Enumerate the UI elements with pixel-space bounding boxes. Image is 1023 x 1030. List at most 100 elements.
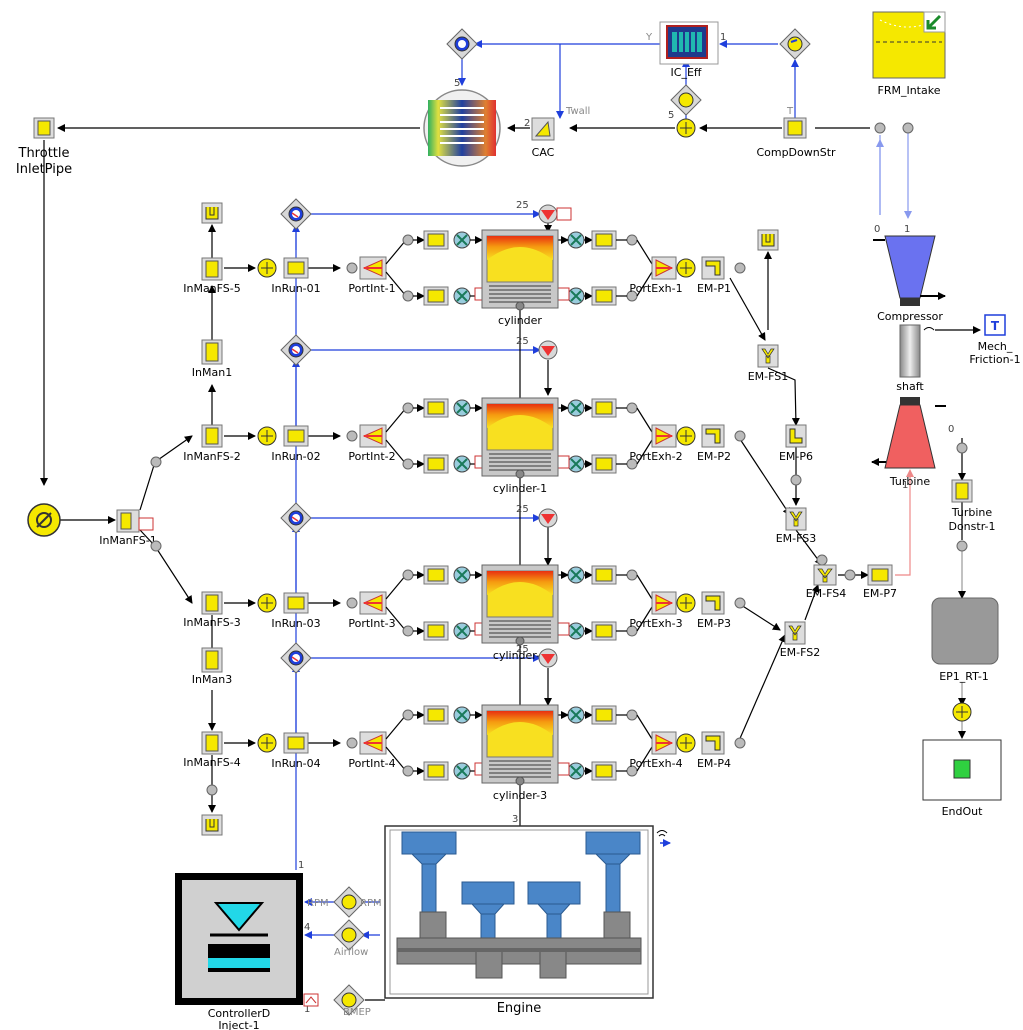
sensor-top-left[interactable] [447,29,477,59]
temp-sensor-1[interactable] [281,199,311,229]
em-fs1[interactable]: EM-FS1 [748,345,789,383]
svg-text:5: 5 [668,110,674,121]
airflow-sensor[interactable]: Airflow [334,920,368,958]
exhaust-valve-4-1[interactable] [568,707,584,723]
bmep-sensor[interactable]: BMEP [304,985,371,1018]
exhaust-valve-1-1[interactable] [568,232,584,248]
cac-heat-exchanger[interactable]: 5 [424,78,500,166]
injector-2[interactable]: 25 [516,336,557,359]
em-fs4[interactable]: EM-FS4 [806,565,847,600]
inrun-4[interactable]: InRun-04 [271,733,320,770]
port-exh-1[interactable]: PortExh-1 [629,257,682,295]
turbine[interactable]: Turbine 0 1 [872,397,954,491]
exh-orifice-1[interactable] [677,259,695,277]
compressor[interactable]: Compressor 0 1 [873,224,945,323]
intake-valve-3-1[interactable] [454,567,470,583]
em-p-1[interactable]: EM-P1 [697,257,731,295]
port-exh-3[interactable]: PortExh-3 [629,592,682,630]
svg-text:25: 25 [516,336,529,347]
portexh-label: PortExh-1 [629,282,682,295]
svg-text:3: 3 [512,814,518,825]
em-fs2[interactable]: EM-FS2 [780,622,821,659]
ep1-rt[interactable]: EP1_RT-1 [932,598,998,683]
intake-valve-2-1[interactable] [454,400,470,416]
twall-label: Twall [565,106,590,117]
inmanfs-4[interactable]: InManFS-4 [183,732,241,769]
temp-sensor-2[interactable] [281,335,311,365]
inmanfs1-label: InManFS-1 [99,534,157,547]
turbine-donstr[interactable]: Turbine Donstr-1 [948,480,995,533]
comp-down-str[interactable]: CompDownStr T [756,106,836,159]
runner-orifice-2[interactable] [258,427,276,445]
em-p-4[interactable]: EM-P4 [697,732,731,770]
engine[interactable]: Engine 3 [385,814,670,1016]
controller-inject[interactable]: ControllerD Inject-1 1 4 1 [175,860,310,1030]
exh-orifice-2[interactable] [677,427,695,445]
end-out-orifice[interactable] [953,703,971,721]
throttle[interactable] [28,504,60,536]
frm-intake[interactable]: FRM_Intake [873,12,945,97]
inmanfs-3[interactable]: InManFS-3 [183,592,241,629]
throttle-inlet-pipe[interactable]: Throttle InletPipe [16,118,72,177]
runner-orifice-3[interactable] [258,594,276,612]
inmanfs-2[interactable]: InManFS-2 [183,425,241,463]
comp-down-label: CompDownStr [756,146,836,159]
intake-valve-1-2[interactable] [454,288,470,304]
inman3[interactable]: InMan3 [192,648,232,686]
exhaust-valve-3-1[interactable] [568,567,584,583]
intake-valve-1-1[interactable] [454,232,470,248]
sensor-mid[interactable] [671,85,701,115]
inmanfs-1[interactable]: InManFS-1 [99,510,157,547]
runner-orifice-4[interactable] [258,734,276,752]
temp-sensor-4[interactable] [281,643,311,673]
mech-friction-label2: Friction-1 [969,353,1020,366]
inmanfs-5[interactable]: InManFS-5 [183,258,241,295]
inmanfs3-label: InManFS-3 [183,616,241,629]
inman1[interactable]: InMan1 [192,340,232,379]
exhaust-valve-1-2[interactable] [568,288,584,304]
exhaust-valve-2-1[interactable] [568,400,584,416]
cylinder-label: cylinder [498,314,542,327]
exhaust-valve-3-2[interactable] [568,623,584,639]
shaft[interactable]: shaft [896,325,924,393]
exh-orifice-3[interactable] [677,594,695,612]
bmep-label: BMEP [343,1007,371,1018]
intake-valve-4-1[interactable] [454,707,470,723]
end-out[interactable]: EndOut [923,740,1001,818]
em-p-2[interactable]: EM-P2 [697,425,731,463]
rpm-sensor-a[interactable]: RPM RPM [307,887,382,917]
em-fs1-cap[interactable] [758,230,778,250]
exhaust-valve-2-2[interactable] [568,456,584,472]
inrun-label: InRun-04 [271,757,320,770]
node-orifice[interactable]: 5 [668,110,695,137]
intake-valve-2-2[interactable] [454,456,470,472]
em-p-3[interactable]: EM-P3 [697,592,731,630]
temp-sensor-3[interactable] [281,503,311,533]
injector-3[interactable]: 25 [516,504,557,527]
end-cap-bottom[interactable] [202,815,222,835]
ic-eff-block[interactable]: IC_Eff Y 1 [645,22,726,79]
portint-label: PortInt-3 [348,617,395,630]
exh-orifice-4[interactable] [677,734,695,752]
intake-valve-4-2[interactable] [454,763,470,779]
exhaust-valve-4-2[interactable] [568,763,584,779]
port-exh-4[interactable]: PortExh-4 [629,732,682,770]
inrun-2[interactable]: InRun-02 [271,426,320,463]
emfs1-label: EM-FS1 [748,370,789,383]
cac-pipe[interactable]: CAC Twall 2 [524,106,590,159]
em-p6[interactable]: EM-P6 [779,425,813,463]
rpm-label-a: RPM [307,898,329,909]
ic-eff-label: IC_Eff [671,66,702,79]
sensor-top-right[interactable] [780,29,810,59]
em-fs3[interactable]: EM-FS3 [776,508,817,545]
emp-label: EM-P1 [697,282,731,295]
inrun-1[interactable]: InRun-01 [271,258,320,295]
runner-orifice-1[interactable] [258,259,276,277]
end-cap-top[interactable] [202,203,222,223]
em-p7[interactable]: EM-P7 [863,565,897,600]
port-exh-2[interactable]: PortExh-2 [629,425,682,463]
intake-valve-3-2[interactable] [454,623,470,639]
inrun-3[interactable]: InRun-03 [271,593,320,630]
injector-1[interactable]: 25 [516,200,571,223]
